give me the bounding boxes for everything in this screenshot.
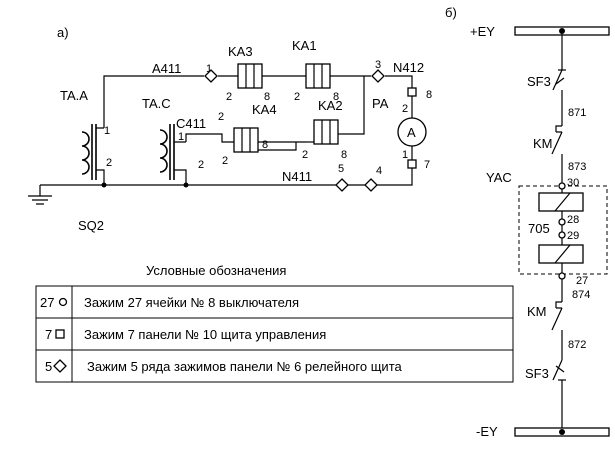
pin-27 [558, 272, 566, 280]
legend-title: Условные обозначения [146, 263, 286, 278]
pin-29 [558, 231, 566, 239]
ka3-pin2: 2 [226, 91, 232, 103]
clamp-4-label: 4 [376, 165, 382, 177]
relay-ka2-label: KA2 [318, 98, 343, 113]
pa-pin2: 2 [402, 103, 408, 115]
pin-30 [558, 182, 566, 190]
panel-clamp-8 [407, 87, 417, 97]
legend-square-icon [55, 329, 65, 339]
wire-c411 [185, 133, 306, 143]
ka4-pin2: 2 [222, 155, 228, 167]
ct-ta-a-label: TA.A [60, 88, 88, 103]
legend-row-3-text: Зажим 5 ряда зажимов панели № 6 релейног… [87, 359, 402, 374]
relay-ka2 [313, 119, 339, 145]
wire-a411 [103, 75, 413, 128]
sf3-top-label: SF3 [527, 74, 551, 89]
wire-873-label: 873 [568, 161, 586, 173]
wire-n411-label: N411 [282, 169, 312, 184]
ka1-pin8: 8 [333, 91, 339, 103]
ka3-pin8: 8 [264, 91, 270, 103]
panel-clamp-7 [407, 159, 417, 169]
legend-row-3-code: 5 [45, 359, 52, 374]
pin-29-label: 29 [567, 230, 579, 242]
pin-27-label: 27 [576, 275, 588, 287]
sf3-bottom-label: SF3 [525, 366, 549, 381]
pin-28 [558, 218, 566, 226]
ct-ta-c-label: TA.C [142, 96, 171, 111]
km-bottom-contact [551, 301, 563, 350]
ct-ta-a-pin1: 1 [104, 125, 110, 137]
wire-a411-label: A411 [152, 61, 181, 76]
relay-ka4 [233, 127, 259, 153]
wire-n412-label: N412 [393, 60, 424, 75]
ground-icon [28, 185, 52, 205]
panel-a-label: а) [57, 25, 69, 40]
bus-plus-label: +EY [470, 24, 495, 39]
legend-row-2-code: 7 [45, 327, 52, 342]
clamp-1-label: 1 [206, 63, 212, 75]
ground-switch-label: SQ2 [78, 218, 104, 233]
c411-pin2: 2 [218, 111, 224, 123]
panel-clamp-8-label: 8 [426, 89, 432, 101]
ammeter-symbol: A [407, 125, 416, 140]
ammeter-label: PA [372, 96, 389, 111]
ct-ta-c-pin2: 2 [198, 159, 204, 171]
ka1-pin2: 2 [294, 91, 300, 103]
ka4-pin8: 8 [262, 139, 268, 151]
clamp-diamond-5 [335, 178, 349, 192]
legend-row-1-code: 27 [40, 295, 54, 310]
sf3-top-switch [552, 69, 566, 102]
ct-ta-a-pin2: 2 [106, 157, 112, 169]
sf3-bottom-switch [552, 350, 566, 388]
coil-upper [538, 192, 584, 212]
clamp-3-label: 3 [375, 59, 381, 71]
wire-871-label: 871 [568, 107, 586, 119]
relay-ka3 [237, 63, 263, 89]
ka2-pin2: 2 [302, 149, 308, 161]
clamp-5-label: 5 [338, 163, 344, 175]
coil-lower [538, 244, 584, 264]
relay-ka1 [305, 63, 331, 89]
wire-874-label: 874 [572, 289, 590, 301]
km-top-label: KM [533, 136, 553, 151]
pin-28-label: 28 [567, 214, 579, 226]
clamp-diamond-4 [364, 178, 378, 192]
relay-ka4-label: KA4 [252, 102, 277, 117]
ct-ta-c [159, 124, 189, 188]
legend-row-2-text: Зажим 7 панели № 10 щита управления [84, 327, 326, 342]
panel-b-label: б) [445, 5, 457, 20]
panel-clamp-7-label: 7 [424, 159, 430, 171]
ct-ta-a [81, 124, 107, 188]
legend-row-1-text: Зажим 27 ячейки № 8 выключателя [84, 295, 299, 310]
ct-ta-c-pin1: 1 [178, 131, 184, 143]
clamp-diamond-1 [204, 69, 218, 83]
wire-c411-label: C411 [176, 116, 206, 131]
wire-872-label: 872 [568, 339, 586, 351]
km-bottom-label: KM [527, 304, 547, 319]
relay-ka1-label: KA1 [292, 38, 317, 53]
pin-30-label: 30 [567, 177, 579, 189]
km-top-contact [551, 125, 563, 164]
bus-minus-label: -EY [476, 424, 498, 439]
legend-diamond-icon [53, 359, 67, 373]
wire-705-label: 705 [528, 221, 550, 236]
pa-pin1: 1 [402, 149, 408, 161]
coil-label: YAC [486, 170, 512, 185]
clamp-diamond-3 [371, 69, 385, 83]
relay-ka3-label: KA3 [228, 44, 253, 59]
legend-circle-icon [58, 297, 68, 307]
ka2-pin8: 8 [341, 149, 347, 161]
legend-table [35, 285, 514, 383]
